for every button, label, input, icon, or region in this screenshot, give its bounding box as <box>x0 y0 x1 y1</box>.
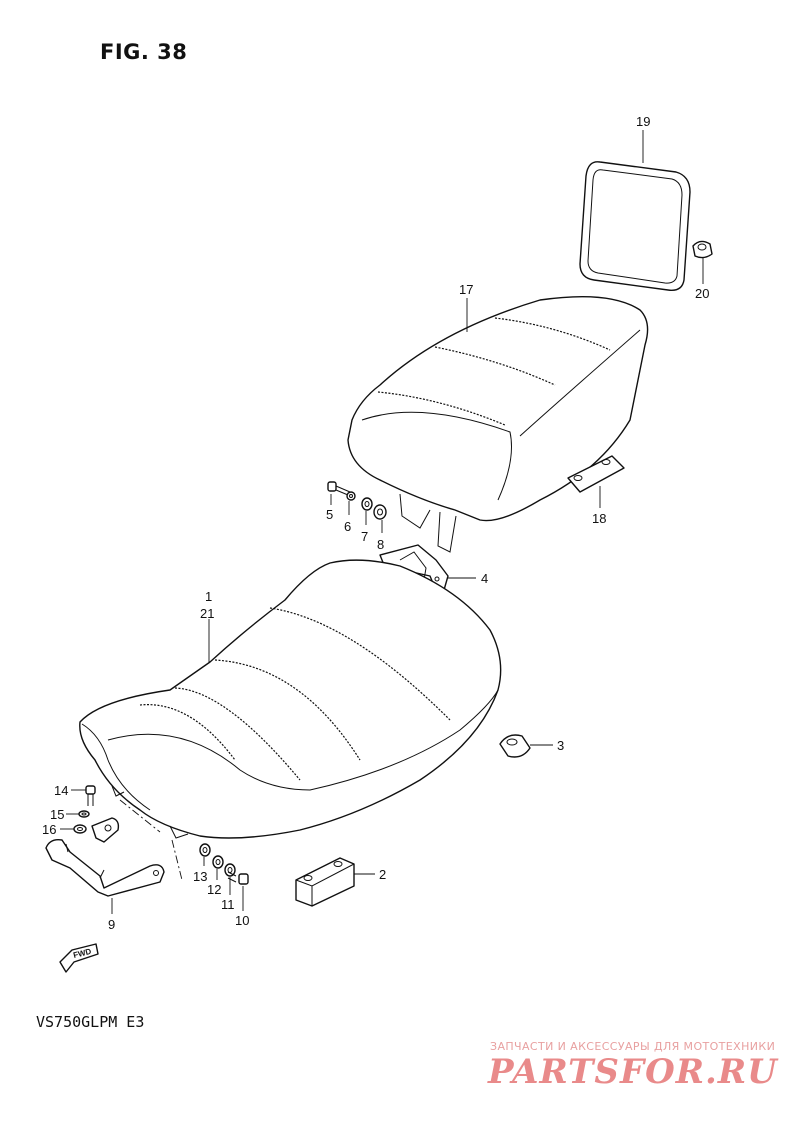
washer-7[interactable] <box>361 497 373 511</box>
watermark-logo: PARTSFOR.RU <box>488 1052 778 1092</box>
label-17: 17 <box>459 282 473 297</box>
rubber-pad-18[interactable] <box>567 455 625 493</box>
label-6: 6 <box>344 519 351 534</box>
fwd-arrow-icon: FWD <box>59 943 99 973</box>
label-5: 5 <box>326 507 333 522</box>
washer-16[interactable] <box>73 824 87 834</box>
bolt-14[interactable] <box>85 785 96 806</box>
spacer-block-2[interactable] <box>295 857 355 907</box>
bolt-5[interactable] <box>327 481 351 496</box>
label-9: 9 <box>108 917 115 932</box>
label-11: 11 <box>221 897 235 912</box>
fwd-label: FWD <box>72 947 92 960</box>
model-code: VS750GLPM E3 <box>36 1013 145 1031</box>
bolt-10[interactable] <box>227 871 249 885</box>
rear-seat[interactable] <box>347 295 649 553</box>
label-16: 16 <box>42 822 56 837</box>
label-3: 3 <box>557 738 564 753</box>
washer-6[interactable] <box>346 491 356 501</box>
washer-12[interactable] <box>212 855 224 869</box>
label-4: 4 <box>481 571 488 586</box>
label-20: 20 <box>695 286 709 301</box>
label-2: 2 <box>379 867 386 882</box>
washer-15[interactable] <box>78 810 90 818</box>
label-14: 14 <box>54 783 68 798</box>
label-7: 7 <box>361 529 368 544</box>
label-12: 12 <box>207 882 221 897</box>
figure-title: FIG. 38 <box>100 40 188 64</box>
label-21: 21 <box>200 606 214 621</box>
label-19: 19 <box>636 114 650 129</box>
cushion-nut-20[interactable] <box>692 240 713 259</box>
cushion-3[interactable] <box>499 734 531 758</box>
washer-8[interactable] <box>373 504 387 520</box>
alignment-lines <box>119 799 183 881</box>
watermark-subtitle: ЗАПЧАСТИ И АКСЕССУАРЫ ДЛЯ МОТОТЕХНИКИ <box>490 1040 776 1053</box>
label-18: 18 <box>592 511 606 526</box>
label-8: 8 <box>377 537 384 552</box>
label-13: 13 <box>193 869 207 884</box>
label-1: 1 <box>205 589 212 604</box>
washer-13[interactable] <box>199 843 211 857</box>
mount-bracket-9[interactable] <box>45 817 165 897</box>
front-seat[interactable] <box>79 559 502 839</box>
label-10: 10 <box>235 913 249 928</box>
backrest-pad[interactable] <box>579 161 691 291</box>
label-15: 15 <box>50 807 64 822</box>
